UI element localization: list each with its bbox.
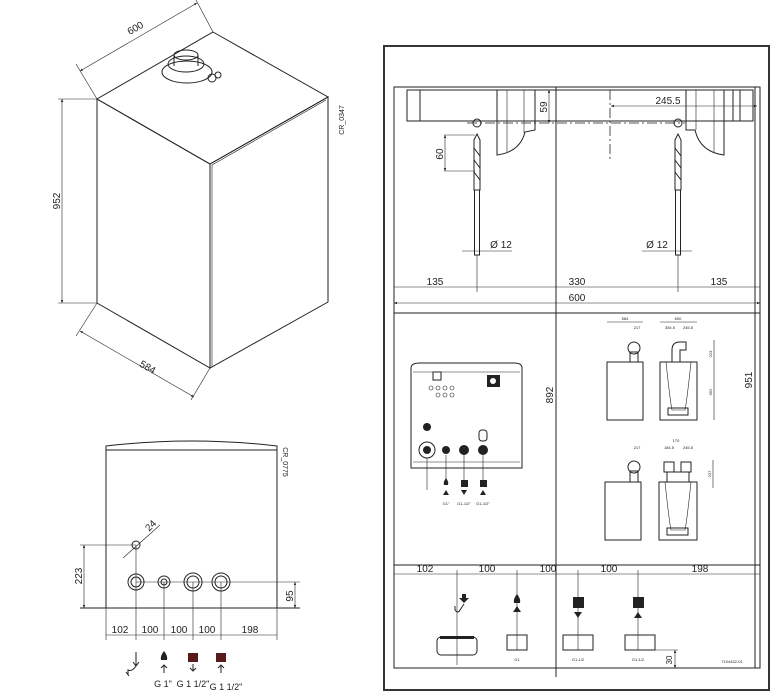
boiler-front-face bbox=[209, 96, 329, 369]
dim-label: 600 bbox=[675, 316, 682, 321]
bottom-spacing-label: 198 bbox=[692, 564, 709, 575]
drawing-ref: CR_0775 bbox=[281, 447, 288, 477]
bottom-spacing-label: 100 bbox=[479, 564, 496, 575]
dim-label: 354.5 bbox=[665, 325, 676, 330]
spacing-label: 100 bbox=[171, 625, 188, 636]
gas-inlet-icon bbox=[513, 594, 521, 612]
fitting-g1-1-2 bbox=[624, 634, 656, 651]
dim-label: 217 bbox=[634, 445, 641, 450]
dim-hole-dia: 24 bbox=[143, 518, 159, 534]
gas-flame-inlet-icon bbox=[160, 651, 168, 673]
dim-drill-depth: 60 bbox=[435, 148, 446, 160]
condensate-drain-icon bbox=[454, 594, 469, 613]
dim-59: 59 bbox=[539, 101, 550, 113]
fitting-label: G1-1/2 bbox=[632, 657, 645, 662]
control-panel-underside-view: G1" G1-1/2" G1-1/2" bbox=[410, 362, 523, 506]
connection-front-view: 24 223 95 102 100 100 100 198 bbox=[74, 440, 300, 692]
radiator-return-icon bbox=[633, 597, 644, 608]
flue-option-b-views: 217 170 184.5 245.5 237 bbox=[604, 438, 714, 541]
total-width-label: 600 bbox=[569, 293, 586, 304]
dim-label: 952 bbox=[708, 388, 713, 395]
drill-bit-left-icon bbox=[473, 132, 481, 256]
wall-bracket bbox=[406, 89, 754, 156]
document-number: 7104432-01 bbox=[721, 659, 743, 664]
boiler-outline bbox=[105, 440, 278, 608]
dim-label: 217 bbox=[634, 325, 641, 330]
boiler-top-face bbox=[95, 31, 330, 165]
drill-dia-right: Ø 12 bbox=[646, 240, 668, 251]
sheet-inner-frame bbox=[393, 86, 761, 669]
dim-hole-height: 223 bbox=[74, 567, 85, 584]
isometric-boiler-view: 952 600 584 CR_0347 bbox=[52, 0, 346, 401]
dim-label: 170 bbox=[673, 438, 680, 443]
connection-label-gas: G 1" bbox=[154, 679, 172, 689]
top-spacing-label: 135 bbox=[427, 277, 444, 288]
condensate-hole: 24 bbox=[80, 518, 161, 559]
dim-height-label: 952 bbox=[52, 192, 63, 209]
dim-label: 245.5 bbox=[683, 445, 694, 450]
dim-width-label: 600 bbox=[126, 20, 146, 38]
connection-circles bbox=[105, 545, 278, 640]
top-spacing-label: 135 bbox=[711, 277, 728, 288]
drill-bit-right-icon bbox=[674, 132, 682, 256]
connection-label-flow: G 1 1/2" bbox=[177, 679, 210, 689]
radiator-icon bbox=[461, 480, 468, 487]
dim-245-5: 245.5 bbox=[655, 96, 680, 107]
arrow-up-icon bbox=[443, 490, 449, 495]
panel-label: G1" bbox=[443, 501, 450, 506]
dim-label: 237 bbox=[707, 470, 712, 477]
fitting-label: G1 bbox=[514, 657, 520, 662]
arrow-down-icon bbox=[461, 490, 467, 495]
installation-template-sheet: 59 245.5 60 Ø 12 Ø 12 135 330 135 600 89… bbox=[383, 45, 770, 691]
panel-label: G1-1/2" bbox=[476, 501, 490, 506]
fitting-g1-1-2 bbox=[562, 634, 594, 651]
gas-flame-icon bbox=[443, 478, 449, 485]
spacing-label: 198 bbox=[242, 625, 259, 636]
dim-label: 584 bbox=[622, 316, 629, 321]
flue-option-a-views: 584 217 600 354.5 245.5 223 952 bbox=[606, 316, 715, 421]
dim-951: 951 bbox=[744, 371, 755, 388]
top-spacing-label: 330 bbox=[569, 277, 586, 288]
bottom-spacing-label: 102 bbox=[417, 564, 434, 575]
drawing-ref: CR_0347 bbox=[339, 105, 346, 135]
dim-label: 223 bbox=[708, 350, 713, 357]
sheet-outer-border bbox=[383, 45, 770, 691]
dim-892: 892 bbox=[545, 386, 556, 403]
radiator-icon bbox=[480, 480, 487, 487]
spacing-label: 100 bbox=[199, 625, 216, 636]
fitting-label: G1-1/2 bbox=[572, 657, 585, 662]
bottom-fittings: G1 G1-1/2 G1-1/2 30 bbox=[436, 570, 678, 668]
radiator-flow-icon bbox=[573, 597, 584, 608]
drill-dia-left: Ø 12 bbox=[490, 240, 512, 251]
bottom-spacing-label: 100 bbox=[601, 564, 618, 575]
connection-label-return: G 1 1/2" bbox=[210, 682, 243, 692]
bottom-spacing-label: 100 bbox=[540, 564, 557, 575]
dim-30: 30 bbox=[665, 655, 674, 664]
spacing-label: 100 bbox=[142, 625, 159, 636]
condensate-drain-icon bbox=[125, 652, 140, 677]
arrow-up-icon bbox=[480, 490, 486, 495]
radiator-return-icon bbox=[216, 653, 226, 673]
dim-conn-height: 95 bbox=[285, 590, 296, 602]
spacing-label: 102 bbox=[112, 625, 129, 636]
dim-label: 184.5 bbox=[664, 445, 675, 450]
flue-outlet-icon bbox=[161, 49, 222, 84]
fitting-g1 bbox=[506, 634, 528, 651]
panel-label: G1-1/2" bbox=[457, 501, 471, 506]
radiator-flow-icon bbox=[188, 653, 198, 672]
boiler-side-face bbox=[96, 98, 211, 369]
dim-label: 245.5 bbox=[683, 325, 694, 330]
